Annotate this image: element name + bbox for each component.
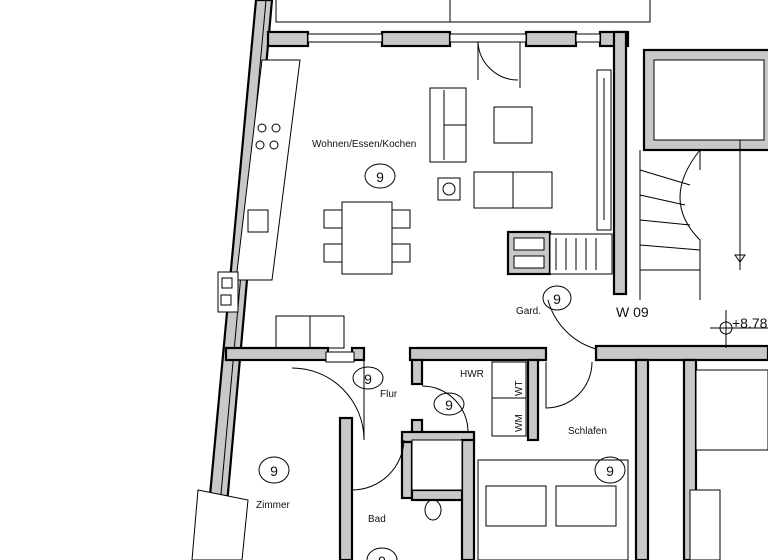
room-label-schlafen: Schlafen (568, 426, 607, 437)
unit-label: W 09 (616, 304, 649, 320)
room-label-hwr: HWR (460, 369, 484, 380)
window (449, 33, 527, 43)
dryer-label: WT (514, 380, 525, 396)
room-tag: 9 (376, 169, 384, 185)
room-label-gard: Gard. (516, 306, 541, 317)
interior-wall-stair (612, 30, 628, 296)
armchair (493, 106, 533, 144)
room-label-living: Wohnen/Essen/Kochen (312, 139, 416, 150)
room-tag: 9 (270, 463, 278, 479)
room-tag: 9 (553, 291, 561, 307)
room-label-bad: Bad (368, 514, 386, 525)
door-swing (477, 41, 519, 81)
room-tag: 9 (364, 371, 372, 387)
room-label-flur: Flur (380, 389, 398, 400)
kitchen-counter (235, 59, 301, 281)
window (307, 33, 383, 43)
dining-table (341, 201, 393, 275)
room-tag: 9 (378, 553, 386, 560)
interior-wall (224, 346, 330, 362)
level-mark: +8.78 (732, 315, 768, 331)
room-label-zimmer: Zimmer (256, 500, 291, 511)
room-tag: 9 (445, 397, 453, 413)
room-tag: 9 (606, 463, 614, 479)
exterior-wall-top (266, 30, 310, 48)
washer-label: WM (514, 414, 525, 432)
